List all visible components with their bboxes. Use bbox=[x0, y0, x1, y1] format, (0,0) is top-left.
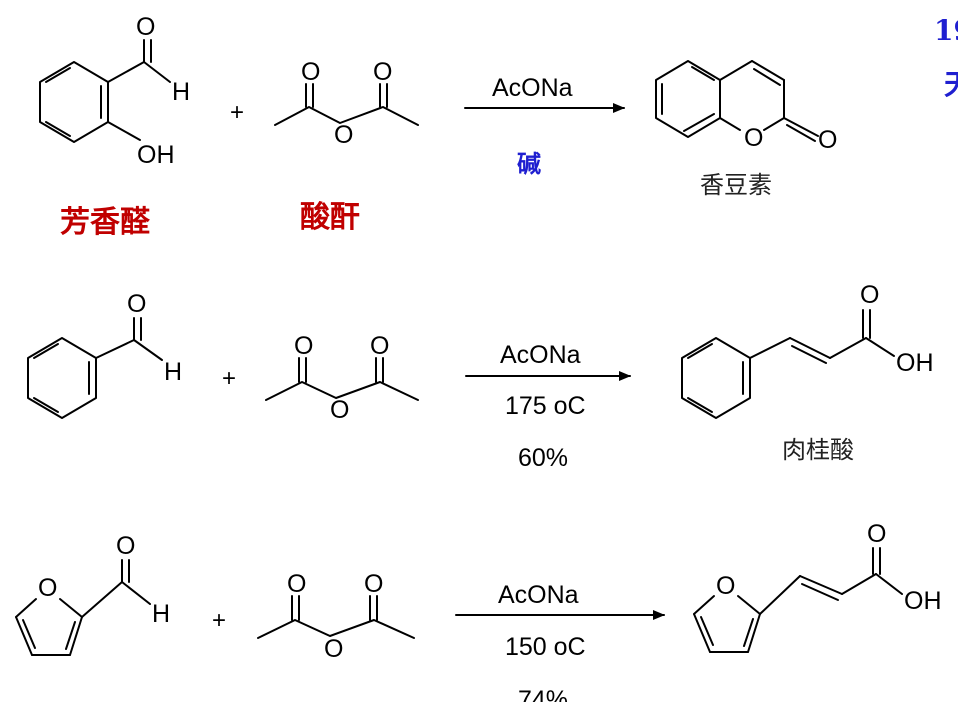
reaction-3: O O H + O O O AcONa 150 oC 74% bbox=[15, 520, 942, 702]
plus-sign-2: + bbox=[222, 365, 236, 392]
furfural-structure bbox=[15, 559, 151, 656]
r3-anhydride-o3: O bbox=[324, 635, 343, 663]
furylacrylic-hydroxyl: OH bbox=[904, 587, 942, 615]
cinnamic-carbonyl-o: O bbox=[860, 281, 879, 309]
r3-condition-1: AcONa bbox=[498, 581, 579, 609]
furylacrylic-carbonyl-o: O bbox=[867, 520, 886, 548]
aromatic-aldehyde-label: 芳香醛 bbox=[60, 205, 151, 240]
r1-anhydride-o1: O bbox=[301, 58, 320, 86]
corner-text-1: 19 bbox=[934, 14, 958, 47]
plus-sign-1: + bbox=[230, 99, 244, 126]
salicylaldehyde-structure bbox=[39, 39, 171, 143]
benzaldehyde-structure bbox=[27, 317, 163, 419]
corner-text-2: 天 bbox=[944, 68, 958, 101]
r1-anhydride-o2: O bbox=[373, 58, 392, 86]
r2-condition-1: AcONa bbox=[500, 341, 581, 369]
r1-aldehyde-o: O bbox=[136, 13, 155, 41]
r3-condition-2: 150 oC bbox=[505, 633, 586, 661]
cinnamic-acid-structure bbox=[681, 309, 895, 419]
cinnamic-hydroxyl: OH bbox=[896, 349, 934, 377]
r3-anhydride-o2: O bbox=[364, 570, 383, 598]
r1-aldehyde-h: H bbox=[172, 78, 190, 106]
r2-aldehyde-h: H bbox=[164, 358, 182, 386]
furylacrylic-acid-structure bbox=[693, 547, 903, 653]
r2-condition-2: 175 oC bbox=[505, 392, 586, 420]
r3-condition-3: 74% bbox=[518, 686, 568, 702]
cinnamic-acid-name: 肉桂酸 bbox=[782, 436, 854, 464]
reaction-1: O H OH 芳香醛 + O O O 酸酐 AcONa 碱 bbox=[39, 13, 837, 240]
r3-aldehyde-h: H bbox=[152, 600, 170, 628]
r3-anhydride-o1: O bbox=[287, 570, 306, 598]
r2-anhydride-o3: O bbox=[330, 396, 349, 424]
r2-anhydride-o2: O bbox=[370, 332, 389, 360]
base-label: 碱 bbox=[517, 150, 541, 178]
anhydride-label: 酸酐 bbox=[300, 200, 360, 235]
anhydride-structure-1 bbox=[274, 83, 419, 126]
furylacrylic-ring-o: O bbox=[716, 572, 735, 600]
coumarin-carbonyl-o: O bbox=[818, 126, 837, 154]
coumarin-structure bbox=[655, 60, 819, 142]
r1-hydroxyl: OH bbox=[137, 141, 175, 169]
reaction-2: O H + O O O AcONa 175 oC 60% bbox=[27, 281, 934, 472]
r1-anhydride-o3: O bbox=[334, 121, 353, 149]
r3-aldehyde-o: O bbox=[116, 532, 135, 560]
coumarin-name: 香豆素 bbox=[700, 171, 772, 199]
plus-sign-3: + bbox=[212, 607, 226, 634]
r2-aldehyde-o: O bbox=[127, 290, 146, 318]
anhydride-structure-2 bbox=[265, 357, 419, 401]
anhydride-structure-3 bbox=[257, 595, 415, 639]
r1-condition-1: AcONa bbox=[492, 74, 573, 102]
r2-anhydride-o1: O bbox=[294, 332, 313, 360]
coumarin-ring-o: O bbox=[744, 124, 763, 152]
furfural-ring-o: O bbox=[38, 574, 57, 602]
r2-condition-3: 60% bbox=[518, 444, 568, 472]
